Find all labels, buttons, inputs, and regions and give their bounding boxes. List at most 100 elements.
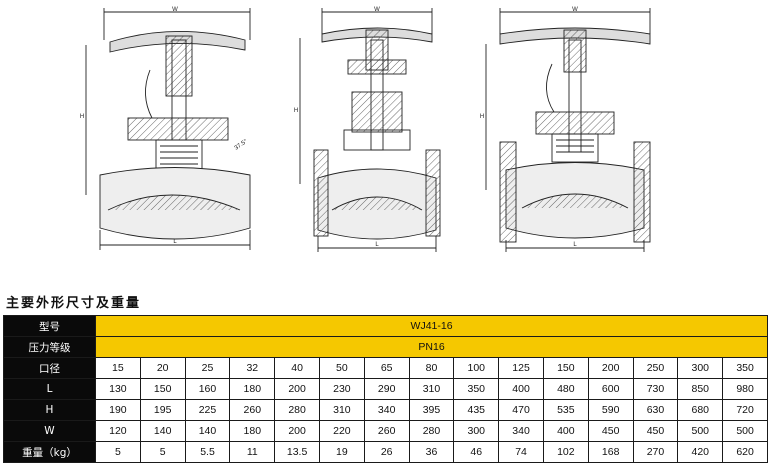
pressure-value: PN16	[94, 336, 769, 358]
table-cell: 450	[632, 420, 679, 442]
table-cell: 180	[229, 420, 276, 442]
table-cell: 40	[274, 357, 320, 379]
dim-h-label: H	[80, 114, 84, 120]
dim-h-label: H	[294, 108, 298, 114]
dim-l-label: L	[173, 239, 177, 245]
row-label: L	[3, 378, 96, 400]
table-cell: 150	[139, 378, 186, 400]
table-cell: 720	[722, 399, 769, 421]
valve-drawings: W L H 37.5° W L H	[80, 7, 651, 252]
table-cell: 250	[632, 357, 679, 379]
table-row-pressure: 压力等级 PN16	[3, 336, 769, 358]
table-cell: 260	[229, 399, 276, 421]
table-cell: 350	[453, 378, 500, 400]
row-label: W	[3, 420, 96, 442]
table-cell: 36	[408, 441, 455, 463]
table-cell: 620	[722, 441, 769, 463]
table-cell: 590	[587, 399, 634, 421]
valve-drawing-socket-end	[85, 8, 251, 250]
table-cell: 74	[498, 441, 544, 463]
table-cell: 350	[722, 357, 769, 379]
table-cell: 280	[274, 399, 320, 421]
table-cell: 65	[363, 357, 410, 379]
table-cell: 230	[318, 378, 365, 400]
table-cell: 200	[274, 420, 320, 442]
table-cell: 300	[677, 357, 724, 379]
table-cell: 260	[363, 420, 410, 442]
valve-drawing-flanged-raised	[485, 8, 651, 252]
table-cell: 535	[542, 399, 589, 421]
table-cell: 980	[722, 378, 769, 400]
table-cell: 25	[184, 357, 231, 379]
table-cell: 80	[408, 357, 455, 379]
table-cell: 400	[498, 378, 544, 400]
valve-drawing-flanged-pn16	[299, 8, 441, 252]
dim-w-label: W	[374, 7, 380, 13]
dim-h-label: H	[480, 114, 484, 120]
table-cell: 470	[498, 399, 544, 421]
table-cell: 5	[95, 441, 141, 463]
table-cell: 13.5	[274, 441, 320, 463]
table-cell: 168	[587, 441, 634, 463]
model-label: 型号	[3, 315, 96, 337]
table-cell: 125	[498, 357, 544, 379]
table-cell: 600	[587, 378, 634, 400]
table-row-model: 型号 WJ41-16	[3, 315, 769, 337]
table-cell: 630	[632, 399, 679, 421]
dim-w-label: W	[572, 7, 578, 13]
row-label: 口径	[3, 357, 96, 379]
table-cell: 140	[139, 420, 186, 442]
table-cell: 300	[453, 420, 500, 442]
table-cell: 500	[677, 420, 724, 442]
angle-label: 37.5°	[234, 138, 249, 151]
table-cell: 480	[542, 378, 589, 400]
table-cell: 420	[677, 441, 724, 463]
table-cell: 5.5	[184, 441, 231, 463]
row-label: H	[3, 399, 96, 421]
table-cell: 450	[587, 420, 634, 442]
table-cell: 180	[229, 378, 276, 400]
dim-w-label: W	[172, 7, 178, 13]
model-value: WJ41-16	[94, 315, 769, 337]
table-cell: 270	[632, 441, 679, 463]
table-cell: 400	[542, 420, 589, 442]
table-cell: 850	[677, 378, 724, 400]
section-title: 主要外形尺寸及重量	[6, 296, 142, 311]
table-cell: 200	[274, 378, 320, 400]
table-cell: 120	[95, 420, 141, 442]
table-cell: 200	[587, 357, 634, 379]
table-cell: 290	[363, 378, 410, 400]
table-cell: 395	[408, 399, 455, 421]
table-cell: 195	[139, 399, 186, 421]
table-cell: 340	[363, 399, 410, 421]
table-cell: 130	[95, 378, 141, 400]
table-cell: 20	[139, 357, 186, 379]
table-cell: 435	[453, 399, 500, 421]
table-cell: 15	[95, 357, 141, 379]
table-cell: 680	[677, 399, 724, 421]
dim-l-label: L	[375, 242, 379, 248]
table-cell: 310	[318, 399, 365, 421]
table-cell: 140	[184, 420, 231, 442]
table-cell: 500	[722, 420, 769, 442]
table-cell: 190	[95, 399, 141, 421]
table-cell: 340	[498, 420, 544, 442]
dim-l-label: L	[573, 242, 577, 248]
pressure-label: 压力等级	[3, 336, 96, 358]
table-cell: 280	[408, 420, 455, 442]
table-cell: 5	[139, 441, 186, 463]
table-cell: 26	[363, 441, 410, 463]
table-cell: 11	[229, 441, 276, 463]
table-cell: 730	[632, 378, 679, 400]
table-cell: 150	[542, 357, 589, 379]
table-cell: 46	[453, 441, 500, 463]
table-cell: 220	[318, 420, 365, 442]
table-cell: 225	[184, 399, 231, 421]
table-cell: 19	[318, 441, 365, 463]
